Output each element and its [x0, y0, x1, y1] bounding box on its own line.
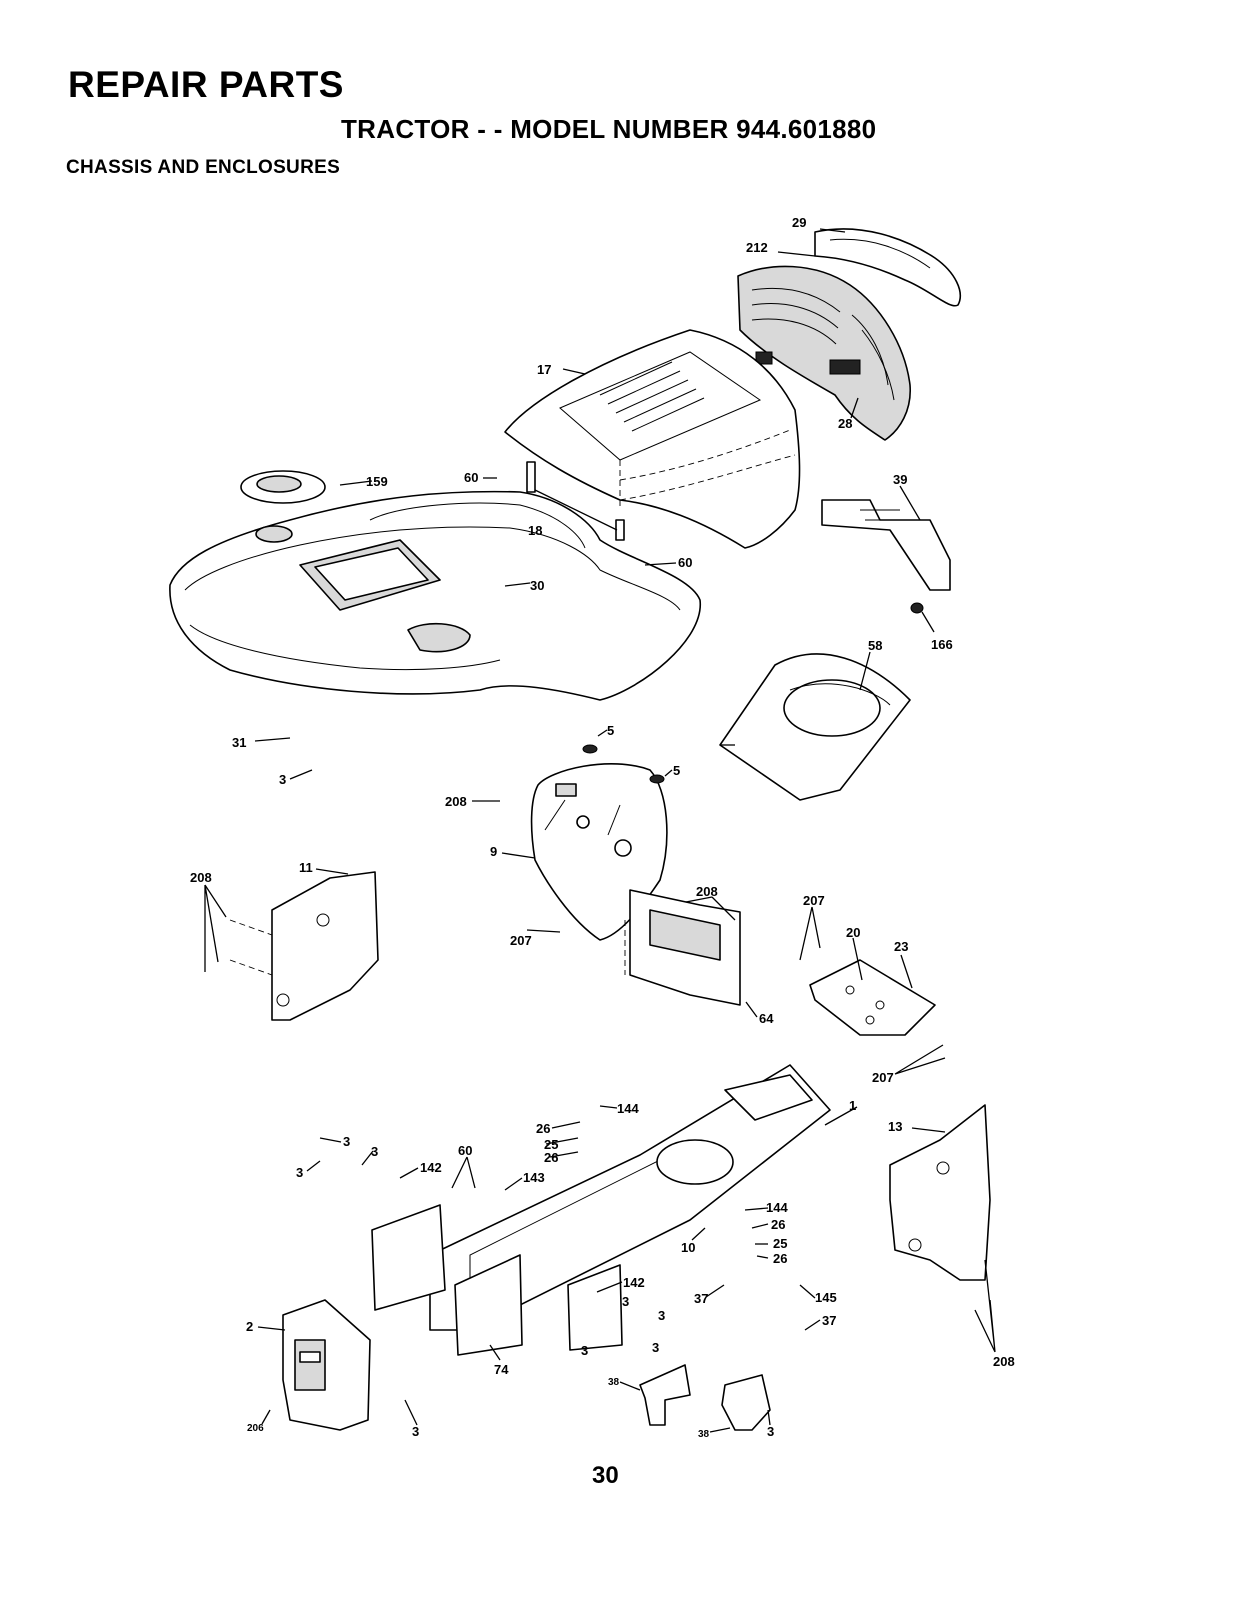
callout-17: 17	[537, 362, 551, 377]
callout-26c: 26	[771, 1217, 785, 1232]
callout-206: 206	[247, 1423, 264, 1434]
callout-5a: 5	[607, 723, 614, 738]
callout-11: 11	[299, 860, 313, 875]
callout-143: 143	[523, 1170, 545, 1185]
callout-26d: 26	[773, 1251, 787, 1266]
callout-18: 18	[528, 523, 542, 538]
bottom-bracket-left	[640, 1365, 690, 1425]
callout-5b: 5	[673, 763, 680, 778]
main-frame	[372, 1065, 830, 1355]
left-side-panel	[230, 872, 378, 1020]
callout-30: 30	[530, 578, 544, 593]
callout-58: 58	[868, 638, 882, 653]
fender-deck	[170, 471, 700, 700]
callout-37b: 37	[822, 1313, 836, 1328]
callout-9: 9	[490, 844, 497, 859]
callout-3a: 3	[279, 772, 286, 787]
callout-142a: 142	[420, 1160, 442, 1175]
bottom-bracket-right	[722, 1375, 770, 1430]
callout-208b: 208	[190, 870, 212, 885]
callout-20: 20	[846, 925, 860, 940]
callout-39: 39	[893, 472, 907, 487]
callout-13: 13	[888, 1119, 902, 1134]
callout-60c: 60	[458, 1143, 472, 1158]
callout-26b: 26	[544, 1150, 558, 1165]
callout-60b: 60	[678, 555, 692, 570]
callout-3i: 3	[767, 1424, 774, 1439]
callout-64: 64	[759, 1011, 774, 1026]
callout-60a: 60	[464, 470, 478, 485]
callout-25b: 25	[773, 1236, 787, 1251]
callout-2: 2	[246, 1319, 253, 1334]
callout-74: 74	[494, 1362, 509, 1377]
callout-159: 159	[366, 474, 388, 489]
callout-3g: 3	[581, 1343, 588, 1358]
callout-212: 212	[746, 240, 768, 255]
callout-207b: 207	[803, 893, 825, 908]
page-number: 30	[592, 1462, 619, 1490]
callout-38a: 38	[608, 1377, 620, 1388]
callout-207a: 207	[510, 933, 532, 948]
callout-207c: 207	[872, 1070, 894, 1085]
callout-208c: 208	[696, 884, 718, 899]
callout-28: 28	[838, 416, 852, 431]
callout-29: 29	[792, 215, 806, 230]
callout-3h: 3	[652, 1340, 659, 1355]
callout-10: 10	[681, 1240, 695, 1255]
callout-3d: 3	[296, 1165, 303, 1180]
callout-3b: 3	[343, 1134, 350, 1149]
callout-208a: 208	[445, 794, 467, 809]
callout-23: 23	[894, 939, 908, 954]
callout-144a: 144	[617, 1101, 639, 1116]
front-plate	[283, 1300, 370, 1430]
callout-144b: 144	[766, 1200, 788, 1215]
callout-208d: 208	[993, 1354, 1015, 1369]
side-bracket	[822, 500, 950, 613]
callout-3e: 3	[622, 1294, 629, 1309]
callout-3c: 3	[371, 1144, 378, 1159]
support-plate	[810, 960, 935, 1035]
callout-37a: 37	[694, 1291, 708, 1306]
battery-tray	[720, 654, 910, 800]
callout-1: 1	[849, 1098, 856, 1113]
callout-3j: 3	[412, 1424, 419, 1439]
callout-31: 31	[232, 735, 246, 750]
callout-142b: 142	[623, 1275, 645, 1290]
callout-145: 145	[815, 1290, 837, 1305]
callout-166: 166	[931, 637, 953, 652]
callout-38b: 38	[698, 1429, 710, 1440]
callout-26a: 26	[536, 1121, 550, 1136]
callout-3f: 3	[658, 1308, 665, 1323]
